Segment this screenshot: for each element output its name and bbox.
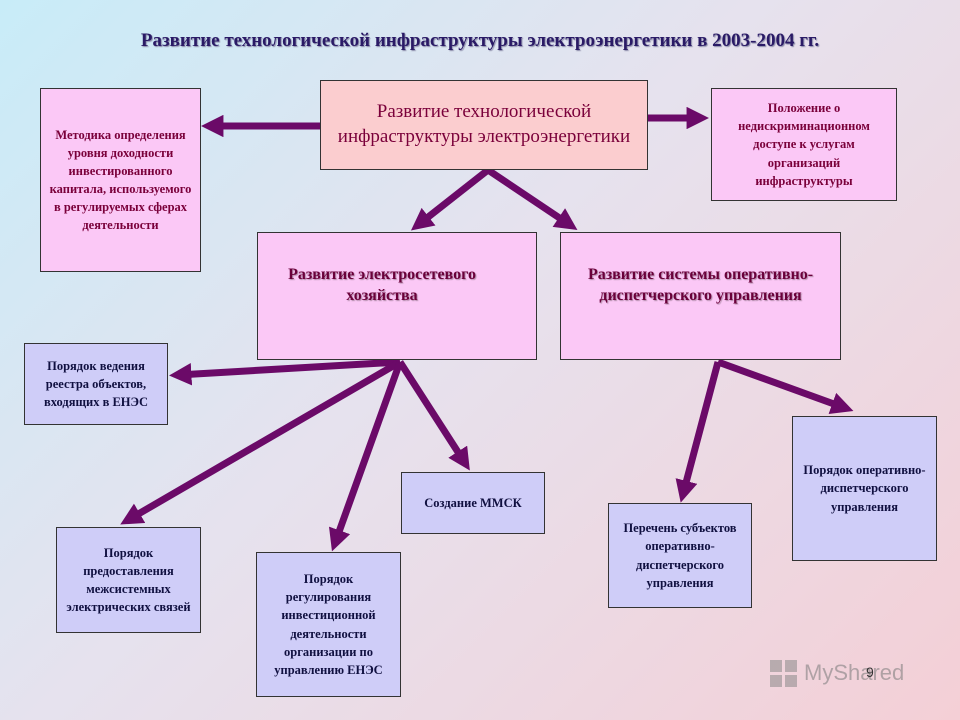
access-box-label: Положение о недискриминационном доступе … bbox=[738, 101, 870, 188]
page-number: 9 bbox=[866, 664, 874, 680]
main-box-label: Развитие технологической инфраструктуры … bbox=[337, 101, 631, 147]
dispatch-order-box: Порядок оперативно-диспетчерского управл… bbox=[792, 416, 937, 561]
registry-box-label: Порядок ведения реестра объектов, входящ… bbox=[43, 358, 149, 410]
investment-box: Порядок регулирования инвестиционной дея… bbox=[256, 552, 401, 697]
method-box: Методика определения уровня доходности и… bbox=[40, 88, 201, 272]
dispatch-box-label: Развитие системы оперативно-диспетчерско… bbox=[587, 266, 814, 304]
investment-box-label: Порядок регулирования инвестиционной дея… bbox=[274, 572, 383, 677]
grid-box: Развитие электросетевого хозяйства bbox=[257, 232, 537, 360]
arrow-dispatch-to-subjects bbox=[675, 361, 722, 503]
mmsk-box-label: Создание ММСК bbox=[424, 495, 522, 510]
dispatch-order-box-label: Порядок оперативно-диспетчерского управл… bbox=[803, 463, 926, 514]
page-title: Развитие технологической инфраструктуры … bbox=[140, 30, 820, 51]
arrow-grid-to-investment bbox=[329, 360, 404, 552]
watermark-text: MyShared bbox=[804, 660, 905, 685]
arrow-grid-to-registry bbox=[169, 358, 401, 386]
access-box: Положение о недискриминационном доступе … bbox=[711, 88, 897, 201]
arrow-main-to-grid bbox=[410, 167, 491, 231]
arrow-grid-to-mmsk bbox=[397, 360, 470, 471]
dispatch-box: Развитие системы оперативно-диспетчерско… bbox=[560, 232, 841, 360]
intersystem-box-label: Порядок предоставления межсистемных элек… bbox=[66, 545, 191, 615]
intersystem-box: Порядок предоставления межсистемных элек… bbox=[56, 527, 201, 633]
arrow-main-to-dispatch bbox=[486, 167, 578, 230]
arrow-dispatch-to-order bbox=[716, 358, 854, 414]
grid-box-label: Развитие электросетевого хозяйства bbox=[288, 266, 476, 304]
mmsk-box: Создание ММСК bbox=[401, 472, 545, 534]
main-box: Развитие технологической инфраструктуры … bbox=[320, 80, 648, 170]
subjects-box-label: Перечень субъектов оперативно-диспетчерс… bbox=[623, 521, 737, 590]
watermark-icon bbox=[770, 660, 797, 687]
method-box-label: Методика определения уровня доходности и… bbox=[49, 127, 192, 233]
registry-box: Порядок ведения реестра объектов, входящ… bbox=[24, 343, 168, 425]
watermark-logo: MyShared bbox=[768, 654, 928, 694]
subjects-box: Перечень субъектов оперативно-диспетчерс… bbox=[608, 503, 752, 608]
arrow-grid-to-intersystem bbox=[120, 358, 402, 525]
